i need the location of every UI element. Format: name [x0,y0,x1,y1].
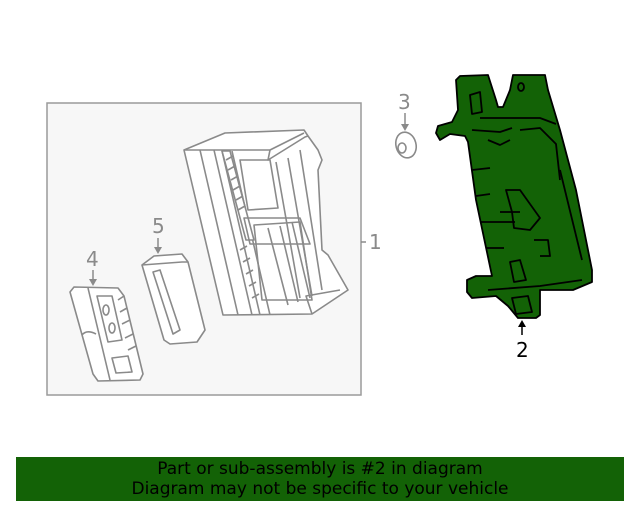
callout-3: 3 [398,90,411,114]
banner-line-1: Part or sub-assembly is #2 in diagram [157,459,483,479]
part-3 [394,131,418,159]
part-5 [141,253,206,345]
info-banner: Part or sub-assembly is #2 in diagram Di… [16,457,624,501]
callout-4: 4 [86,247,99,271]
callout-2: 2 [516,338,529,362]
callout-1: 1 [369,230,382,254]
part-2-bracket [435,74,593,319]
part-4 [69,286,144,382]
banner-line-2: Diagram may not be specific to your vehi… [131,479,509,499]
callout-arrows [89,113,526,335]
module-housing [183,129,349,316]
callout-5: 5 [152,214,165,238]
